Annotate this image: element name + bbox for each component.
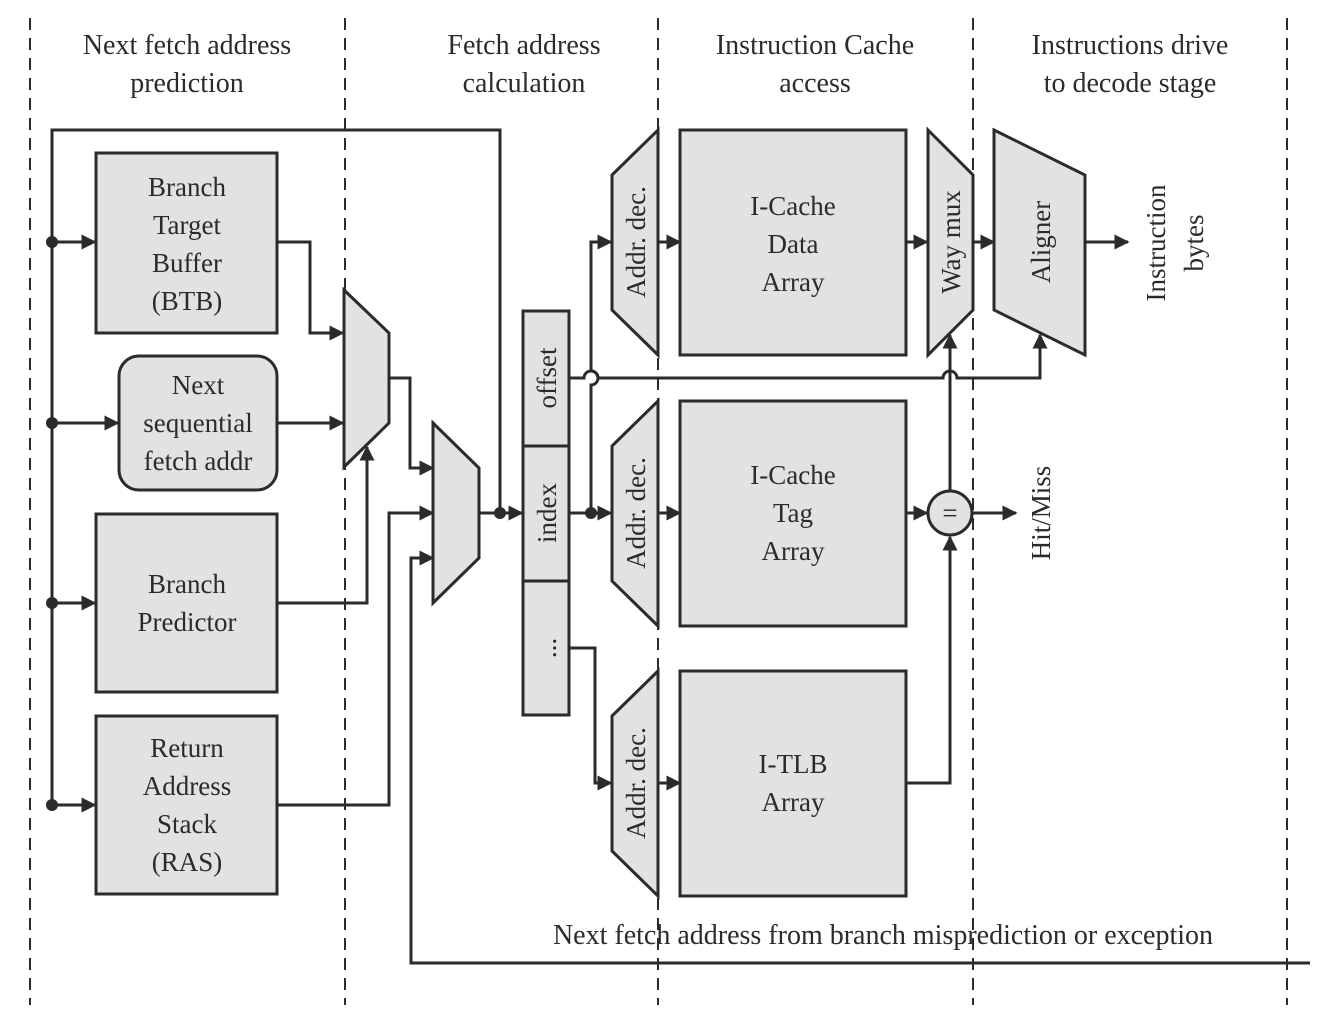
data-decoder-label: Addr. dec. — [621, 186, 651, 298]
index-field — [521, 444, 571, 583]
junction-dot — [46, 236, 58, 248]
tag-address-decoder: Addr. dec. — [610, 397, 660, 630]
icache-tag-box — [678, 399, 908, 628]
ras-label-l3: Stack — [157, 809, 217, 839]
aligner-shape — [992, 127, 1087, 358]
tlb-to-comparator-wire — [906, 535, 958, 785]
tag-decoder-label: Addr. dec. — [621, 457, 651, 569]
btb-label-l3: Buffer — [152, 248, 222, 278]
stage-header-icache-l1: Instruction Cache — [716, 30, 914, 61]
icache-tag-label-l3: Array — [762, 536, 825, 566]
tag-decoder-shape — [610, 397, 660, 630]
way-mux-shape — [926, 126, 975, 359]
itlb-label-l1: I-TLB — [759, 749, 828, 779]
mispredict-feedback-wire — [409, 550, 1310, 965]
next-sequential-block: Next sequential fetch addr — [117, 354, 279, 492]
aligner-label: Aligner — [1026, 201, 1056, 283]
bp-label-l2: Predictor — [138, 607, 237, 637]
ras-label-l4: (RAS) — [152, 847, 223, 877]
icache-data-box — [678, 128, 908, 357]
way-mux: Way mux — [926, 126, 975, 359]
upper-bits-field — [521, 579, 571, 717]
page-to-tlb-decoder-wire — [569, 646, 613, 791]
offset-label: offset — [532, 347, 562, 408]
ras-box — [94, 714, 279, 896]
offset-to-aligner-wire — [569, 333, 1048, 380]
comparator-circle — [926, 489, 974, 537]
icache-tag-label-l1: I-Cache — [750, 460, 835, 490]
data-address-decoder: Addr. dec. — [610, 126, 660, 359]
nseq-label-l2: sequential — [143, 408, 252, 438]
tlb-decoder-shape — [610, 667, 660, 900]
upper-bits-label: ... — [532, 638, 562, 658]
icache-data-label-l2: Data — [768, 229, 819, 259]
instruction-bytes-label-l2: bytes — [1179, 215, 1209, 272]
ras-label-l1: Return — [150, 733, 224, 763]
hit-miss-label: Hit/Miss — [1026, 466, 1056, 561]
stage-headers: Next fetch address prediction Fetch addr… — [83, 30, 1229, 99]
btb-to-mux-wire — [277, 240, 345, 341]
junction-dot — [46, 597, 58, 609]
mux1-to-mux2-wire — [389, 376, 435, 476]
btb-label-l4: (BTB) — [152, 286, 223, 316]
data-decoder-shape — [610, 126, 660, 359]
branch-predictor-box — [94, 512, 279, 694]
comparator-symbol: = — [942, 498, 957, 528]
aligner: Aligner — [992, 127, 1087, 358]
feedback-caption: Next fetch address from branch mispredic… — [553, 920, 1213, 951]
nseq-label-l1: Next — [172, 370, 225, 400]
index-label: index — [532, 483, 562, 543]
junction-dot — [494, 507, 506, 519]
nseq-label-l3: fetch addr — [144, 446, 253, 476]
stage-header-fetch-calc-l2: calculation — [463, 68, 586, 99]
junction-dot — [46, 799, 58, 811]
ras-to-mux2-wire — [277, 505, 435, 807]
tag-comparator: = — [926, 489, 974, 537]
btb-label-l2: Target — [153, 210, 222, 240]
stage-header-drive-l1: Instructions drive — [1032, 30, 1229, 61]
itlb-label-l2: Array — [762, 787, 825, 817]
icache-data-label-l3: Array — [762, 267, 825, 297]
icache-data-array: I-Cache Data Array — [678, 128, 908, 357]
stage-header-next-fetch-l2: prediction — [130, 68, 244, 99]
btb-label-l1: Branch — [148, 172, 226, 202]
wires — [50, 128, 1310, 965]
btb-block: Branch Target Buffer (BTB) — [94, 151, 279, 335]
junction-dot — [585, 507, 597, 519]
fetch-address-register: offset index ... — [521, 309, 571, 717]
itlb-array: I-TLB Array — [678, 669, 908, 898]
stage-header-next-fetch-l1: Next fetch address — [83, 30, 291, 61]
stage-header-drive-l2: to decode stage — [1044, 68, 1217, 99]
tlb-address-decoder: Addr. dec. — [610, 667, 660, 900]
btb-box — [94, 151, 279, 335]
icache-tag-array: I-Cache Tag Array — [678, 399, 908, 628]
ras-label-l2: Address — [143, 771, 232, 801]
icache-tag-label-l2: Tag — [773, 498, 813, 528]
prediction-mux — [342, 286, 391, 471]
way-mux-label: Way mux — [936, 190, 966, 294]
bp-select-wire — [277, 445, 375, 605]
fetch-address-loop-wire — [50, 128, 502, 513]
branch-predictor-block: Branch Predictor — [94, 512, 279, 694]
next-sequential-box — [117, 354, 279, 492]
fetch-address-mux — [431, 419, 481, 607]
junction-dots — [46, 236, 597, 811]
itlb-box — [678, 669, 908, 898]
bp-label-l1: Branch — [148, 569, 226, 599]
stage-header-icache-l2: access — [779, 68, 851, 99]
tlb-decoder-label: Addr. dec. — [621, 727, 651, 839]
instruction-bytes-label-l1: Instruction — [1141, 184, 1171, 301]
junction-dot — [46, 417, 58, 429]
stage-header-fetch-calc-l1: Fetch address — [447, 30, 600, 61]
icache-data-label-l1: I-Cache — [750, 191, 835, 221]
ras-block: Return Address Stack (RAS) — [94, 714, 279, 896]
